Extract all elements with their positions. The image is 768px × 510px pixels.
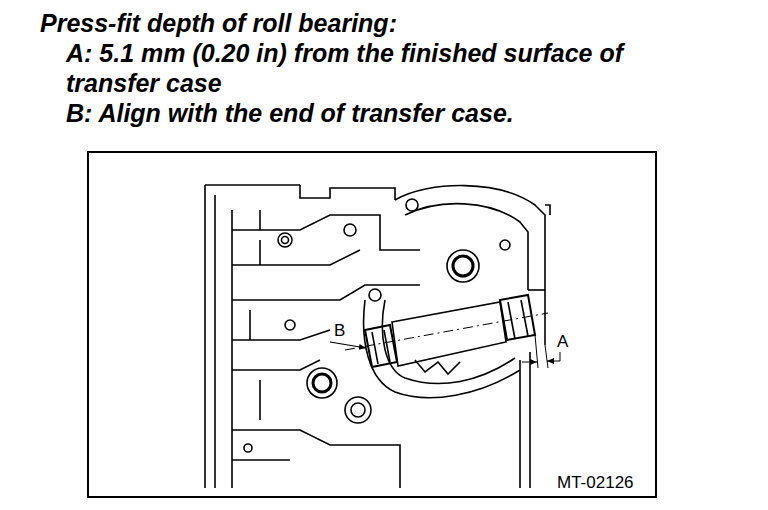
- spec-note: A: 5.1 mm (0.20 in) from the finished su…: [66, 38, 721, 98]
- spec-note: B: Align with the end of transfer case.: [66, 98, 514, 128]
- figure-code: MT-02126: [556, 474, 635, 492]
- callout-letter: A: [556, 333, 569, 351]
- heading: Press-fit depth of roll bearing:: [40, 8, 397, 38]
- callout-letter: B: [333, 322, 346, 340]
